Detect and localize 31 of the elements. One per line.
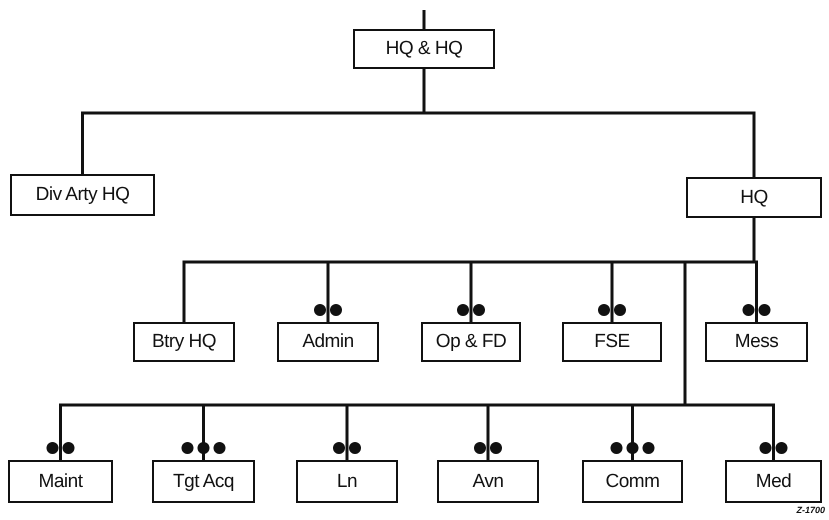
unit-name: HQ	[740, 186, 768, 208]
unit-name: Ln	[336, 470, 358, 492]
unit-name: Avn	[472, 470, 504, 492]
unit-box	[582, 460, 683, 503]
unit-box	[562, 322, 662, 362]
unit-box	[10, 174, 155, 216]
unit-box	[686, 177, 822, 218]
unit-name: Maint	[38, 470, 82, 492]
unit-box	[277, 322, 379, 362]
unit-name: Admin	[302, 331, 354, 353]
unit-name: HQ & HQ	[386, 38, 462, 60]
unit-box	[296, 460, 398, 503]
connector-line	[81, 69, 426, 174]
unit-name: Div Arty HQ	[36, 184, 130, 206]
unit-box	[133, 322, 235, 362]
unit-name: Comm	[606, 470, 660, 492]
unit-name: Med	[756, 470, 792, 492]
unit-box	[705, 322, 808, 362]
figure-number: Z-1700	[796, 505, 825, 515]
connector-line	[422, 10, 426, 29]
unit-name: Op & FD	[436, 331, 506, 353]
unit-box	[421, 322, 521, 362]
unit-name: Tgt Acq	[173, 470, 234, 492]
unit-name: FSE	[594, 331, 630, 353]
unit-box	[437, 460, 539, 503]
unit-box	[725, 460, 822, 503]
unit-name: Btry HQ	[152, 331, 216, 353]
unit-box	[8, 460, 113, 503]
unit-box	[353, 29, 495, 69]
unit-name: Mess	[734, 331, 778, 353]
unit-box	[152, 460, 255, 503]
